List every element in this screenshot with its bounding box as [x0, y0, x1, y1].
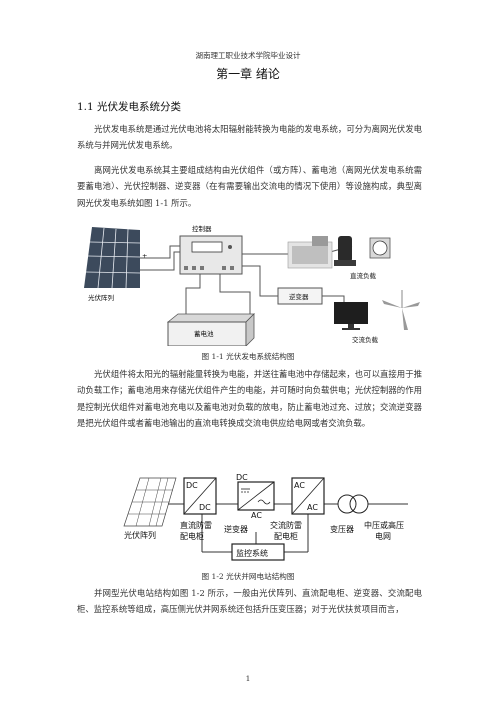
page-header: 湖南理工职业技术学院毕业设计	[195, 51, 301, 60]
ceiling-fan-icon	[382, 290, 420, 330]
dc-cab-in: DC	[186, 481, 198, 490]
paragraph-2: 离网光伏发电系统其主要组成结构由光伏组件（或方阵）、蓄电池（离网光伏发电系统需要…	[77, 165, 422, 208]
label-ac-load: 交流负载	[352, 335, 379, 344]
dc-cab-out: DC	[199, 503, 211, 512]
section-title: 1.1 光伏发电系统分类	[77, 101, 182, 113]
ac-cab-out: AC	[307, 503, 318, 512]
dc-cabinet-box	[183, 477, 217, 515]
monitor-system-box	[231, 543, 285, 561]
label-ac-cabinet-2: 配电柜	[274, 531, 298, 541]
controller-icon	[179, 235, 243, 275]
label-controller: 控制器	[192, 224, 212, 233]
transformer-icon	[337, 494, 369, 514]
inv-in: DC	[236, 473, 248, 482]
label-dc-load: 直流负载	[350, 271, 377, 280]
monitor-icon	[334, 302, 368, 330]
label-dc-cabinet-1: 直流防雷	[180, 520, 212, 530]
solar-panel-icon	[84, 227, 141, 289]
inverter-box	[237, 481, 275, 511]
paragraph-3: 光伏组件将太阳光的辐射能量转换为电能，并送往蓄电池中存储起来，也可以直接用于推动…	[77, 369, 422, 428]
label-inverter: 逆变器	[224, 524, 248, 534]
label-transformer: 变压器	[330, 524, 354, 534]
label-inverter: 逆变器	[289, 292, 309, 301]
dc-pump-icon	[287, 236, 333, 269]
paragraph-1: 光伏发电系统是通过光伏电池将太阳辐射能转换为电能的发电系统，可分为离网光伏发电系…	[77, 124, 422, 151]
pv-grid-icon	[123, 477, 177, 527]
ac-cabinet-box	[291, 477, 325, 515]
page-number: 1	[245, 674, 251, 683]
label-ac-cabinet-1: 交流防雷	[270, 520, 302, 530]
figure-grid-tied-system: 光伏阵列 DC DC 直流防雷 配电柜 DC AC	[122, 472, 418, 564]
label-grid-1: 中压或高压	[364, 520, 404, 530]
figure-2-caption: 图 1-2 光伏并网电站结构图	[201, 572, 295, 581]
paragraph-4: 并网型光伏电站结构如图 1-2 所示，一般由光伏阵列、直流配电柜、逆变器、交流配…	[77, 588, 422, 615]
label-grid-2: 电网	[375, 531, 391, 541]
label-battery: 蓄电池	[194, 329, 214, 338]
label-dc-cabinet-2: 配电柜	[180, 531, 204, 541]
label-pv-array: 光伏阵列	[124, 530, 156, 540]
battery-icon	[166, 313, 255, 346]
label-pv-array: 光伏阵列	[88, 293, 114, 302]
inverter-icon	[277, 287, 323, 305]
figure-offgrid-system: 光伏阵列 + - 控制器	[82, 222, 422, 346]
ac-cab-in: AC	[294, 481, 305, 490]
label-plus: +	[142, 252, 147, 260]
chapter-title: 第一章 绪论	[216, 67, 280, 81]
inv-out: AC	[251, 511, 262, 520]
label-monitor-system: 监控系统	[236, 548, 268, 558]
figure-1-caption: 图 1-1 光伏发电系统结构图	[201, 352, 295, 361]
dc-fan-icon	[369, 237, 391, 259]
pump-motor-icon	[334, 236, 356, 266]
